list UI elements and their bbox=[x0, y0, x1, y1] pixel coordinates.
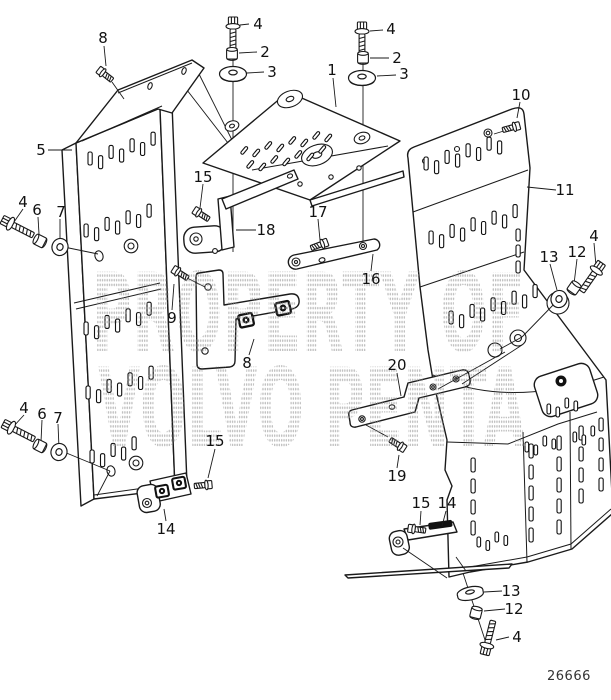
fastener-hardware bbox=[0, 16, 609, 657]
square-nut bbox=[273, 299, 293, 317]
bracket-18 bbox=[183, 169, 299, 254]
rubber-washer-3 bbox=[347, 69, 377, 87]
spacer-12 bbox=[468, 604, 484, 621]
spacer-sleeve-2 bbox=[357, 50, 369, 65]
flange-bolt-4 bbox=[477, 618, 501, 657]
spacer-12 bbox=[565, 279, 583, 297]
drawing-number: 26666 bbox=[547, 669, 591, 684]
washer-7 bbox=[48, 440, 70, 464]
screw-19 bbox=[387, 435, 409, 454]
flange-bolt-4 bbox=[575, 258, 609, 297]
access-door-tab bbox=[533, 362, 599, 418]
flange-bolt-4 bbox=[0, 212, 38, 243]
spacer-sleeve-2 bbox=[226, 46, 238, 61]
bracket-14-right bbox=[388, 519, 458, 556]
bracket-14-left bbox=[136, 472, 192, 514]
bracket-16 bbox=[287, 238, 381, 270]
washer-13-bottom bbox=[456, 585, 484, 602]
spacer-6 bbox=[31, 232, 49, 250]
leader-lines bbox=[12, 23, 597, 641]
right-shield-panel bbox=[406, 107, 611, 578]
edge-strip bbox=[344, 563, 513, 579]
screw-8 bbox=[94, 64, 116, 85]
flange-bolt-4 bbox=[225, 16, 241, 53]
screw-15 bbox=[190, 205, 212, 224]
bracket-9 bbox=[195, 269, 300, 370]
screw-15 bbox=[193, 479, 213, 492]
rubber-washer-3 bbox=[218, 65, 248, 83]
perforation-slots bbox=[83, 131, 604, 552]
bracket-20 bbox=[348, 369, 471, 428]
flange-bolt-4 bbox=[0, 416, 39, 447]
square-nut bbox=[236, 311, 256, 329]
